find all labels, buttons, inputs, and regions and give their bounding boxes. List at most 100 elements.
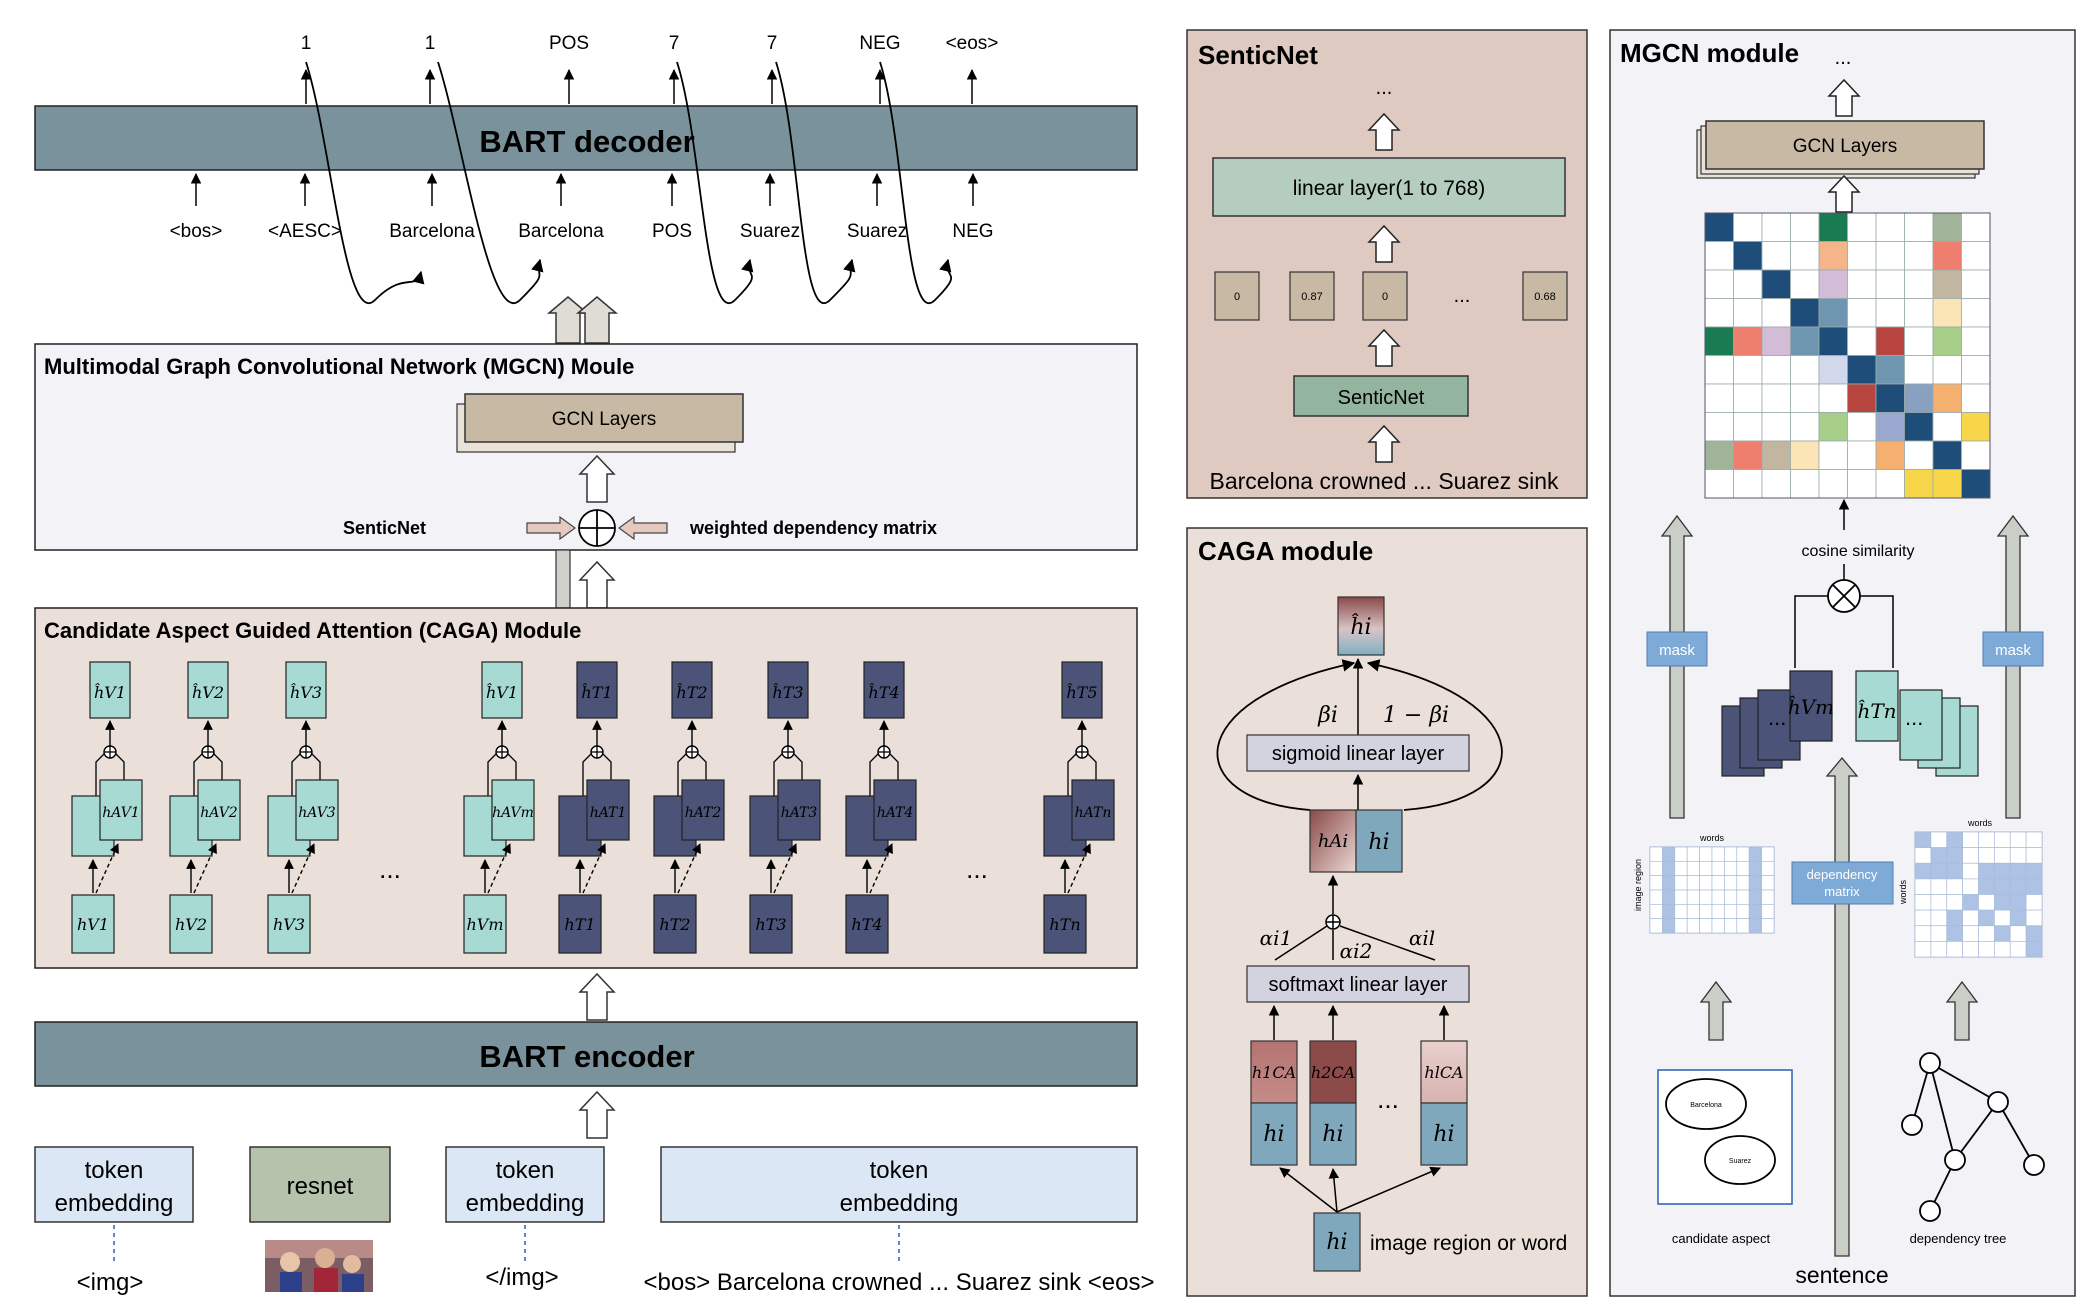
matrix-cell [1711,918,1725,934]
up-arrow-icon [1367,224,1401,263]
sentence-label: sentence [1795,1262,1888,1288]
matrix-cell [1962,894,1979,911]
mgcn-panel: MGCN module ... GCN Layers cosine simila… [1609,29,2076,1297]
decoder-output-label: 7 [669,33,680,54]
h-hat-label: ĥV1 [486,682,518,702]
matrix-cell [1761,846,1775,862]
img-close-tag: </img> [485,1264,558,1291]
matrix-cell [1761,412,1791,442]
senticnet-label: SenticNet [343,518,426,538]
matrix-cell [1847,326,1877,356]
h-hat-tn-label: ĥTn [1857,699,1896,723]
one-minus-beta-label: 1 − βi [1383,703,1449,728]
weighted-dependency-label: weighted dependency matrix [689,518,937,538]
matrix-cell [1674,875,1688,891]
matrix-cell [1686,846,1700,862]
h-a-box [99,779,143,841]
pointer-curve [676,61,754,304]
bart-decoder-title: BART decoder [479,124,694,159]
h-a-box [491,779,535,841]
bart-encoder-box [34,1021,1138,1087]
matrix-cell [1978,847,1995,864]
matrix-cell [1704,469,1734,499]
matrix-cell [1704,269,1734,299]
matrix-cell [2009,925,2027,942]
h-hat-box [863,661,905,719]
up-arrow-icon [1827,174,1861,213]
mgcn-panel-title: MGCN module [1620,38,1799,68]
matrix-cell [1790,412,1820,442]
decoder-output-label: <eos> [946,33,999,54]
matrix-cell [1686,903,1700,920]
matrix-cell [1818,412,1848,442]
matrix-cell [1904,440,1934,470]
decoder-input-label: Barcelona [518,221,604,242]
h-a-box [586,779,630,841]
caga-panel: CAGA module ĥi βi 1 − βi sigmoid linear… [1186,527,1588,1297]
matrix-cell [1875,383,1905,413]
matrix-cell [1662,846,1676,862]
matrix-cell [1748,903,1762,920]
matrix-cell [1904,412,1934,442]
matrix-cell [1711,860,1725,877]
matrix-cell [1649,918,1663,934]
h-a-label: hAT3 [781,805,818,821]
h-hat-label: ĥT3 [772,682,803,702]
stack-ellipsis: ... [1905,705,1923,730]
bart-encoder-section: BART encoder [34,1021,1138,1087]
senticnet-panel-box [1186,29,1588,499]
matrix-cell [1946,878,1963,895]
h-hat-box [1061,661,1103,719]
h-i-label: hi [1433,1122,1454,1147]
up-arrow-icon [578,1090,616,1139]
pointer-curve [305,61,425,304]
decoder-input-label: <AESC> [268,221,342,242]
matrix-cell [1962,862,1979,880]
h-input-label: hV2 [175,915,207,934]
gcn-layers-label: GCN Layers [552,409,657,430]
matrix-cell [1790,212,1820,242]
caga-to-mgcn-arrows [555,549,616,609]
matrix-cell [2025,847,2043,864]
matrix-cell [1946,894,1963,911]
matrix-cell [2009,909,2027,927]
h-input-label: hT3 [755,915,786,934]
matrix-cell [1818,241,1848,271]
mgcn-panel-dots: ... [1835,47,1852,69]
up-arrow-icon [1367,328,1401,367]
mask-box [1982,631,2044,667]
mask-label: mask [1995,642,2031,659]
matrix-cell [1961,355,1991,385]
matrix-cell [1978,894,1995,911]
connector-line [1860,595,1894,668]
right-arrow-icon [526,515,577,541]
matrix-cell [1818,355,1848,385]
matrix-cell [1994,862,2011,880]
sigmoid-layer-label: sigmoid linear layer [1272,743,1445,765]
decoder-arrows [190,68,979,206]
matrix-cell [1733,469,1763,499]
matrix-cell [1790,469,1820,499]
h-hat-box [481,661,523,719]
arrow-line [1336,1166,1441,1213]
senticnet-box-label: SenticNet [1338,387,1425,409]
candidate-aspect-label: candidate aspect [1672,1231,1771,1246]
h-i-box [1309,1102,1357,1166]
matrix-cell [1724,875,1738,891]
caga-input-label: image region or word [1370,1232,1567,1255]
matrix-cell [1674,903,1688,920]
matrix-cell [1724,889,1738,905]
connector-line [213,753,223,780]
tall-up-arrow-icon [1825,756,1859,1257]
matrix-cell [1946,831,1963,848]
ca-label: h2CA [1311,1063,1355,1082]
up-arrow-icon [1699,980,1733,1041]
ca-label: hlCA [1424,1063,1463,1082]
decoder-output-label: 1 [425,33,436,54]
matrix-cell [1790,326,1820,356]
matrix-cell [1994,878,2011,895]
alpha-l-label: αil [1409,926,1435,950]
token-embedding-label: token [870,1157,929,1184]
